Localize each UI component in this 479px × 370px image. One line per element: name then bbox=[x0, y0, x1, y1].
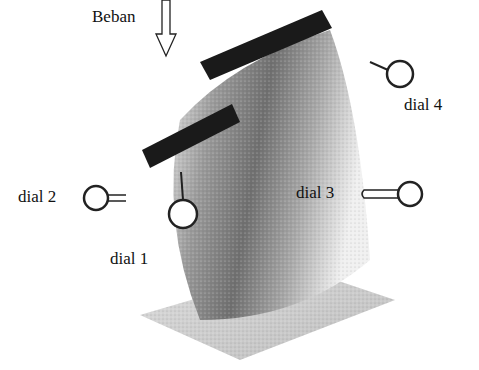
dial-label: Beban bbox=[92, 8, 135, 27]
load-arrow bbox=[156, 0, 176, 56]
dial-stem bbox=[370, 62, 388, 70]
dial-stem bbox=[108, 194, 126, 196]
dial-label: dial 2 bbox=[18, 188, 56, 207]
dial-stem bbox=[108, 200, 126, 202]
dial-label: dial 3 bbox=[296, 184, 334, 203]
loading-beam-upper bbox=[200, 10, 332, 80]
dial-gauge bbox=[387, 61, 413, 87]
dial-label: dial 4 bbox=[404, 96, 442, 115]
dial-label: dial 1 bbox=[110, 250, 148, 269]
specimen-texture bbox=[173, 30, 370, 320]
dial-stem bbox=[362, 190, 398, 198]
loading-beam-lower bbox=[142, 104, 240, 168]
dial-gauge bbox=[398, 182, 422, 206]
dial-stem bbox=[181, 172, 183, 200]
column-specimen bbox=[173, 30, 370, 320]
dial-gauge bbox=[84, 186, 108, 210]
dial-gauge bbox=[169, 200, 197, 228]
